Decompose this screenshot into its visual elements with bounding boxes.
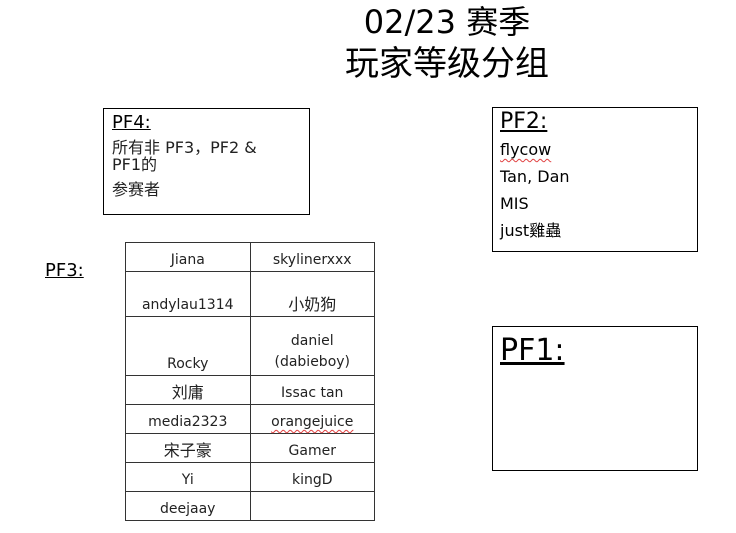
table-cell: daniel (dabieboy) (249, 316, 375, 376)
table-cell: andylau1314 (125, 271, 251, 317)
pf2-player: MIS (500, 194, 529, 213)
table-row: media2323 orangejuice (125, 404, 375, 434)
table-cell: Issac tan (249, 375, 375, 405)
pf4-text-3: 参赛者 (112, 180, 161, 199)
table-cell: Jiana (125, 242, 251, 272)
table-cell: kingD (249, 462, 375, 492)
pf3-heading: PF3: (45, 260, 84, 281)
pf2-player: Tan, Dan (500, 167, 570, 186)
table-cell (249, 491, 375, 521)
table-cell: 小奶狗 (249, 271, 375, 317)
table-cell: 宋子豪 (125, 433, 251, 463)
table-cell: deejaay (125, 491, 251, 521)
pf1-heading: PF1: (500, 333, 565, 368)
table-cell: 刘庸 (125, 375, 251, 405)
table-row: deejaay (125, 491, 375, 521)
pf4-heading: PF4: (112, 112, 151, 133)
pf4-box: PF4: 所有非 PF3，PF2 & PF1的 参赛者 (103, 108, 310, 215)
pf1-box: PF1: (492, 326, 698, 471)
table-cell: skylinerxxx (249, 242, 375, 272)
pf2-box: PF2: flycow Tan, Dan MIS just雞蟲 (492, 107, 698, 252)
table-cell: media2323 (125, 404, 251, 434)
title-season: 02/23 赛季 (363, 3, 531, 41)
table-cell: Rocky (125, 316, 251, 376)
table-cell: Yi (125, 462, 251, 492)
pf2-heading: PF2: (500, 109, 548, 134)
cell-text: orangejuice (271, 414, 354, 430)
table-cell: orangejuice (249, 404, 375, 434)
pf2-player: flycow (500, 140, 552, 159)
pf4-text-2: PF1的 (112, 155, 158, 174)
pf2-player: just雞蟲 (500, 221, 562, 240)
title-grouping: 玩家等级分组 (345, 44, 549, 84)
pf4-text-1: 所有非 PF3，PF2 & (112, 138, 257, 157)
table-cell: Gamer (249, 433, 375, 463)
